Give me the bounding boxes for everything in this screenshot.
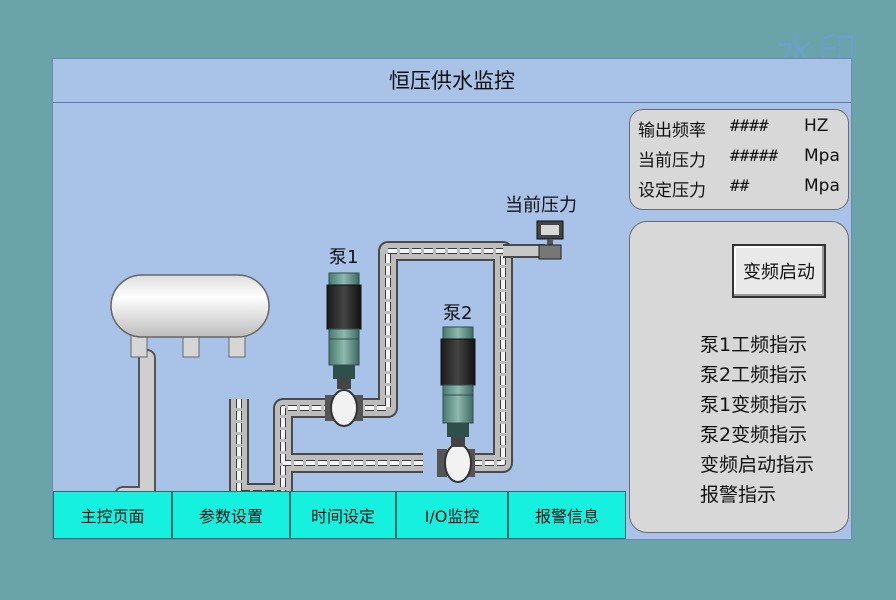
nav-parameter-settings[interactable]: 参数设置 [172, 491, 290, 539]
pipeline [229, 241, 545, 491]
vfd-start-button[interactable]: 变频启动 [732, 244, 826, 298]
water-tank [110, 274, 270, 358]
output-frequency-value: #### [730, 116, 769, 135]
output-frequency-unit: HZ [804, 116, 829, 136]
pressure-gauge-label: 当前压力 [505, 195, 577, 216]
current-pressure-label: 当前压力 [638, 151, 706, 171]
pump-2-mains-indicator: 泵2工频指示 [700, 364, 808, 386]
hmi-screen: 恒压供水监控 [52, 58, 852, 540]
nav-alarm-info[interactable]: 报警信息 [508, 491, 626, 539]
pump-1-label: 泵1 [329, 247, 358, 268]
set-pressure-unit: Mpa [804, 176, 840, 196]
nav-time-settings[interactable]: 时间设定 [290, 491, 396, 539]
vfd-start-indicator: 变频启动指示 [700, 454, 815, 476]
title-bar: 恒压供水监控 [53, 59, 851, 103]
pump-1-mains-indicator: 泵1工频指示 [700, 334, 808, 356]
pressure-gauge [536, 220, 564, 260]
output-frequency-label: 输出频率 [638, 121, 706, 141]
alarm-indicator: 报警指示 [700, 484, 777, 506]
page-title: 恒压供水监控 [389, 69, 515, 93]
info-panel: 输出频率 #### HZ 当前压力 ##### Mpa 设定压力 ## Mpa [629, 109, 849, 210]
nav-bar: 主控页面 参数设置 时间设定 I/O监控 报警信息 [53, 491, 627, 539]
pump-2-vfd-indicator: 泵2变频指示 [700, 424, 808, 446]
nav-io-monitor[interactable]: I/O监控 [396, 491, 508, 539]
tank-outlet-pipe [114, 349, 156, 491]
nav-main-control[interactable]: 主控页面 [53, 491, 172, 539]
current-pressure-value: ##### [730, 146, 779, 165]
pump-2-label: 泵2 [443, 303, 472, 324]
pump-1-vfd-indicator: 泵1变频指示 [700, 394, 808, 416]
pump-2 [437, 326, 476, 483]
control-panel: 变频启动 泵1工频指示 泵2工频指示 泵1变频指示 泵2变频指示 变频启动指示 … [629, 221, 849, 533]
set-pressure-value: ## [730, 176, 750, 195]
pump-1 [325, 272, 363, 427]
process-diagram: 泵1 泵2 当前压力 [110, 195, 577, 491]
set-pressure-label: 设定压力 [638, 181, 706, 201]
current-pressure-unit: Mpa [804, 146, 840, 166]
